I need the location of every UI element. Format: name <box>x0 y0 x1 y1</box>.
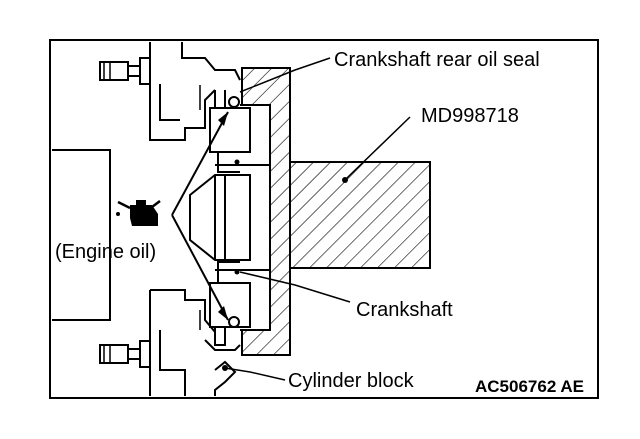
label-engine-oil: (Engine oil) <box>55 241 156 263</box>
rear-oil-seal-top <box>228 96 240 108</box>
label-tool-code: MD998718 <box>421 105 519 127</box>
oil-can-icon <box>116 200 161 226</box>
figure-border <box>49 39 599 399</box>
leader-cylinder-block <box>224 367 286 381</box>
rear-oil-seal-bottom <box>228 316 240 328</box>
label-cylinder-block: Cylinder block <box>288 370 415 392</box>
cylinder-block-outline <box>52 42 251 396</box>
leader-rear-oil-seal <box>239 57 331 93</box>
label-crankshaft: Crankshaft <box>356 299 453 321</box>
special-tool-md998718 <box>241 67 431 356</box>
crankshaft-body <box>189 104 271 331</box>
leader-crankshaft <box>239 271 351 303</box>
label-figure-code: AC506762 AE <box>475 377 584 396</box>
label-rear-oil-seal: Crankshaft rear oil seal <box>334 49 540 71</box>
